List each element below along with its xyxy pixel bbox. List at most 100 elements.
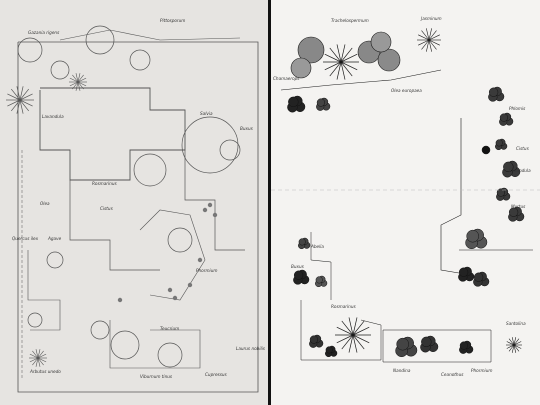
shrub-lobe [293,270,304,280]
palm-frond [77,81,84,90]
star-shrub-icon [506,337,522,353]
shrub-ink-icon [420,335,439,353]
shrub-ink-icon [465,228,488,250]
plant-label: Viburnum tinus [140,374,173,379]
palm-frond [341,320,354,336]
shrub-cluster-icon [207,202,213,208]
top-fence [59,29,241,41]
right-bed-edge [440,118,472,276]
plant-label: Olea europaea [391,88,422,93]
palm-frond [506,341,515,346]
palm-frond [329,61,342,77]
plant-label: Pittosporum [160,18,185,23]
shrub-lobe [309,335,319,344]
palm-frond [16,86,21,101]
shrub-lobe [396,337,409,351]
palm-frond [513,344,517,353]
tree-canopy-icon [157,342,183,368]
palm-frond [75,73,79,83]
palm-frond [324,61,342,71]
shrub-lobe [499,113,508,122]
plant-label: Cupressus [205,372,228,377]
tree-canopy-icon [50,60,70,80]
palm-frond [37,350,44,359]
palm-frond [37,357,47,363]
tree-canopy-icon [129,49,151,71]
shrub-ink-icon [473,271,490,287]
palm-frond [421,39,430,50]
palm-ink-icon [335,317,371,353]
plant-label: Salvia [200,111,213,116]
palm-frond [69,77,79,83]
shrub-ink-icon [508,206,525,222]
sheet-divider [268,0,271,405]
tree-canopy-icon [27,312,43,328]
palm-frond [340,61,353,77]
path-edge [184,150,245,251]
plant-label: Phormium [196,268,217,273]
palm-frond [508,338,515,346]
palm-frond [37,353,47,359]
shrub-lobe [495,139,503,147]
tree-ink-icon [370,31,392,53]
palm-frond [340,44,346,63]
shrub-lobe [503,161,514,173]
shrub-ink-icon [325,345,338,358]
palm-ink-icon [323,44,359,80]
shrub-ink-icon [495,138,508,151]
palm-frond [341,334,354,350]
palm-frond [513,337,517,346]
plant-label: Santolina [506,321,526,326]
shrub-lobe [298,238,306,246]
palm-frond [37,357,41,367]
plant-label: Laurus nobilis [236,346,266,351]
palm-frond [506,344,515,349]
shrub-lobe [473,272,484,282]
top-bed-edge [280,69,442,91]
plant-label: Lavandula [509,168,531,173]
shrub-ink-icon [316,97,331,111]
tree-ink-icon [290,57,312,79]
palm-frond [329,47,342,63]
tree-canopy-icon [167,227,193,253]
tree-canopy-icon [110,330,140,360]
palm-frond [428,30,437,41]
palm-frond [324,53,342,63]
shrub-lobe [466,229,479,243]
palm-frond [77,74,84,83]
shrub-ink-icon [287,95,306,113]
shrub-ink-icon [499,112,514,126]
palm-frond [513,344,522,349]
palm-frond [352,334,358,353]
shrub-cluster-icon [167,287,173,293]
plant-label: Gazania rigens [28,30,60,35]
palm-sketch-icon [6,86,34,114]
palm-frond [352,334,365,350]
palm-ink-icon [417,28,441,52]
palm-frond [511,337,515,346]
palm-frond [72,81,79,90]
palm-frond [336,326,354,336]
palm-frond [75,81,79,91]
palm-frond [340,61,358,71]
plot-boundary [17,41,259,393]
palm-frond [426,28,430,41]
shrub-cluster-icon [212,212,218,218]
tree-canopy-icon [90,320,110,340]
palm-frond [511,344,515,353]
plant-label: Phormium [471,368,492,373]
palm-frond [35,357,39,367]
tree-canopy-icon [46,251,64,269]
shrub-ink-icon [459,340,474,354]
palm-frond [508,344,515,352]
tree-canopy-icon [181,116,239,174]
shrub-ink-icon [293,269,310,285]
palm-frond [72,74,79,83]
palm-frond [37,349,41,359]
palm-frond [77,73,81,83]
palm-frond [340,47,353,63]
plant-label: Buxus [240,126,254,131]
plant-label: Agave [47,236,62,241]
pencil-garden-plan: Gazania rigensPittosporumLavandulaRosmar… [6,18,266,393]
